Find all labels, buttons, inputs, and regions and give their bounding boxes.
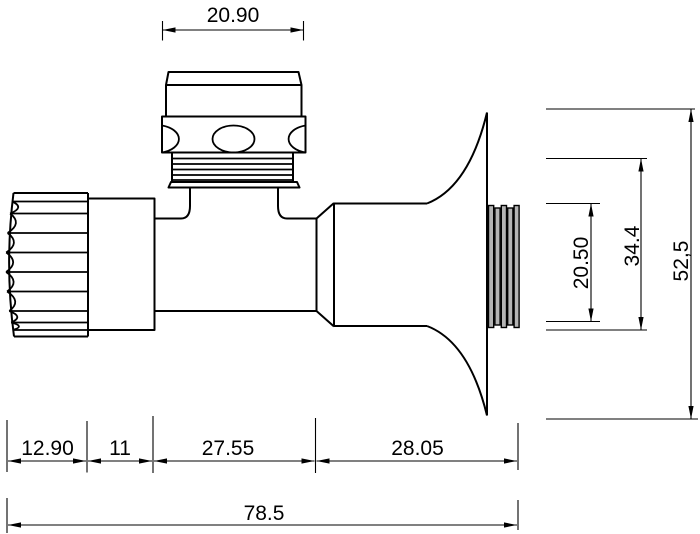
dim-bottom-chain: 12.90 11 27.55 28.05: [6, 416, 519, 473]
dim-label-total: 78.5: [244, 502, 285, 525]
dim-right-inner: 20.50: [546, 202, 600, 323]
dim-right-outer: 52,5: [546, 108, 698, 420]
arrow-left-icon: [162, 27, 176, 33]
neck-right: [277, 187, 288, 220]
arrow-right-icon: [290, 27, 304, 33]
grip-ring-hole-left: [161, 124, 180, 154]
dim-bottom-total: 78.5: [6, 498, 519, 533]
dim-right-middle: 34.4: [546, 157, 647, 331]
grip-ring: [161, 115, 307, 154]
arrow-left-icon: [8, 522, 21, 528]
neck-left: [180, 187, 191, 220]
handwheel-silhouette-arc: [8, 192, 15, 337]
top-cap: [165, 71, 303, 117]
bonnet-rect: [87, 197, 156, 331]
dim-label-seg4: 28.05: [391, 437, 444, 460]
arrow-up-icon: [688, 109, 694, 122]
dim-label-right-middle: 34.4: [621, 225, 644, 266]
dimension-annotations: 20.90 20.50 34.4 52,5: [6, 4, 698, 533]
top-flange: [167, 181, 301, 189]
dim-top-width: 20.90: [161, 4, 305, 41]
dim-label-seg2: 11: [109, 437, 131, 460]
valve-bonnet: [87, 197, 156, 331]
arrow-right-icon: [504, 522, 517, 528]
dim-label-right-outer: 52,5: [670, 241, 693, 282]
arrow-down-icon: [588, 308, 594, 322]
bell-bottom-curve: [426, 325, 488, 416]
dim-label-seg3: 27.55: [202, 437, 255, 460]
top-thread-lines: [172, 157, 293, 181]
dim-label-seg1: 12.90: [21, 437, 74, 460]
outlet-thread: [487, 204, 520, 329]
handwheel-ridges: [6, 200, 88, 331]
arrow-down-icon: [638, 317, 644, 330]
valve-outlet: [315, 112, 520, 416]
valve-handwheel: [5, 192, 89, 338]
top-thread: [171, 152, 294, 182]
valve-top-cap-assembly: [161, 71, 307, 220]
arrow-down-icon: [688, 406, 694, 419]
grip-ring-hole-right: [287, 124, 306, 154]
outlet-cone-bottom: [315, 310, 335, 328]
valve-drawing: [5, 71, 520, 416]
grip-ring-hole-center: [211, 124, 256, 154]
dim-label-top-width: 20.90: [207, 4, 260, 27]
arrow-up-icon: [638, 158, 644, 172]
valve-body: [154, 217, 318, 312]
outlet-cone-top: [315, 202, 335, 220]
arrow-up-icon: [588, 203, 594, 217]
handwheel-knurl-scallops: [5, 200, 20, 331]
bell-top-curve: [426, 112, 488, 205]
dim-label-right-inner: 20.50: [570, 237, 593, 290]
